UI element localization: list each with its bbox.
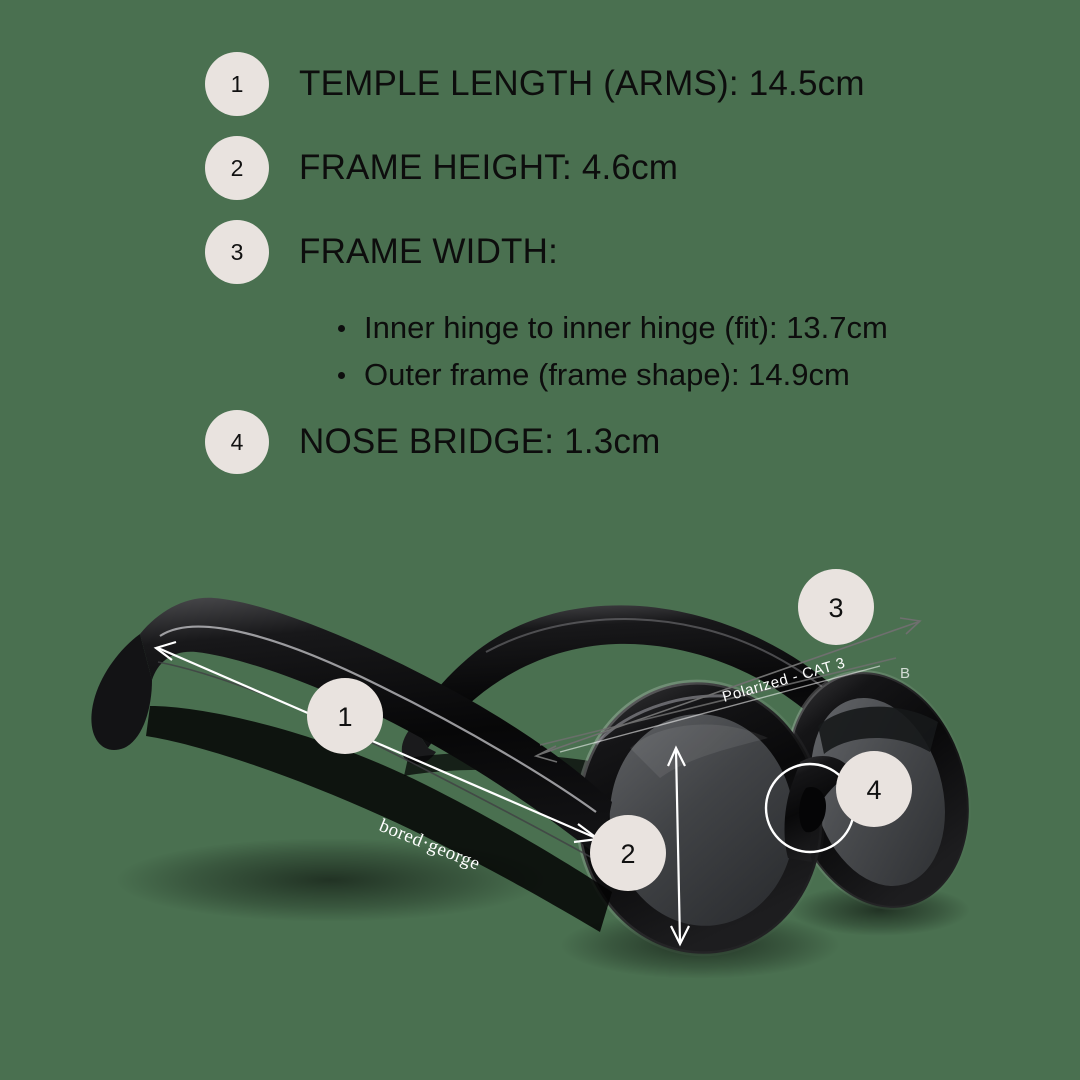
frame-width-arrowhead-inner — [533, 745, 558, 763]
marker-1-circle — [307, 678, 383, 754]
image-marker-4: 4 — [836, 751, 912, 827]
temple-length-line — [157, 646, 597, 840]
list-item: Inner hinge to inner hinge (fit): 13.7cm — [336, 304, 1080, 351]
nose-bridge-notch — [799, 786, 826, 833]
measurements-list: 1 TEMPLE LENGTH (ARMS): 14.5cm 2 FRAME H… — [0, 0, 1080, 494]
near-arm-top-highlight — [159, 625, 597, 813]
near-temple-arm — [91, 597, 612, 861]
marker-badge-3: 3 — [205, 220, 269, 284]
marker-4-circle — [836, 751, 912, 827]
marker-2-label: 2 — [620, 839, 635, 869]
far-arm-highlight — [485, 618, 846, 707]
near-temple-tip — [91, 634, 152, 751]
shadow-left-arm — [115, 838, 545, 922]
frame-width-lead-lines — [533, 617, 922, 763]
spec-label-frame-width: FRAME WIDTH: — [299, 232, 559, 271]
list-item: Outer frame (frame shape): 14.9cm — [336, 351, 1080, 398]
product-illustration: B bored·george — [0, 540, 1080, 1010]
far-temple-tip — [401, 725, 436, 765]
spec-row-frame-width: 3 FRAME WIDTH: — [0, 220, 1080, 284]
left-rim-specular — [594, 694, 727, 746]
nose-bridge-shape — [784, 756, 852, 862]
lens-marking-text: B — [900, 665, 911, 682]
nose-bridge-group — [784, 756, 852, 862]
frame-height-arrowhead-bottom — [670, 925, 690, 947]
frame-height-dimension-arrow — [666, 745, 690, 947]
frame-width-line-inner — [537, 621, 919, 756]
spec-label-frame-height: FRAME HEIGHT: 4.6cm — [299, 148, 679, 187]
marker-1-label: 1 — [337, 702, 352, 732]
near-arm-cast-shadow — [146, 706, 612, 932]
marker-badge-1: 1 — [205, 52, 269, 116]
image-marker-1: 1 — [307, 678, 383, 754]
frame-width-arrowhead-outer — [899, 617, 922, 635]
spec-label-temple-length: TEMPLE LENGTH (ARMS): 14.5cm — [299, 64, 865, 103]
spec-row-temple-length: 1 TEMPLE LENGTH (ARMS): 14.5cm — [0, 52, 1080, 116]
marker-3-label: 3 — [828, 593, 843, 623]
frame-height-arrowhead-top — [666, 745, 686, 767]
image-marker-3: 3 — [798, 569, 874, 645]
near-temple-arm-shape — [140, 597, 612, 858]
marker-4-label: 4 — [866, 775, 881, 805]
far-temple-arm — [401, 605, 882, 765]
marker-badge-2: 2 — [205, 136, 269, 200]
outer-frame-width-cue — [559, 665, 881, 753]
image-marker-2: 2 — [590, 815, 666, 891]
frame-width-bullet-list: Inner hinge to inner hinge (fit): 13.7cm… — [0, 304, 1080, 398]
frame-width-line-outer — [539, 657, 897, 746]
spec-row-frame-height: 2 FRAME HEIGHT: 4.6cm — [0, 136, 1080, 200]
marker-badge-4: 4 — [205, 410, 269, 474]
frame-height-line — [674, 749, 682, 943]
far-temple-arm-shape — [413, 605, 882, 764]
left-lens-gloss — [630, 724, 768, 778]
spec-row-nose-bridge: 4 NOSE BRIDGE: 1.3cm — [0, 410, 1080, 474]
marker-2-circle — [590, 815, 666, 891]
near-arm-mid-crease — [157, 661, 597, 861]
marker-3-circle — [798, 569, 874, 645]
spec-label-nose-bridge: NOSE BRIDGE: 1.3cm — [299, 422, 661, 461]
right-lens-top-shade — [818, 706, 938, 754]
temple-length-arrowhead-left — [153, 640, 177, 661]
